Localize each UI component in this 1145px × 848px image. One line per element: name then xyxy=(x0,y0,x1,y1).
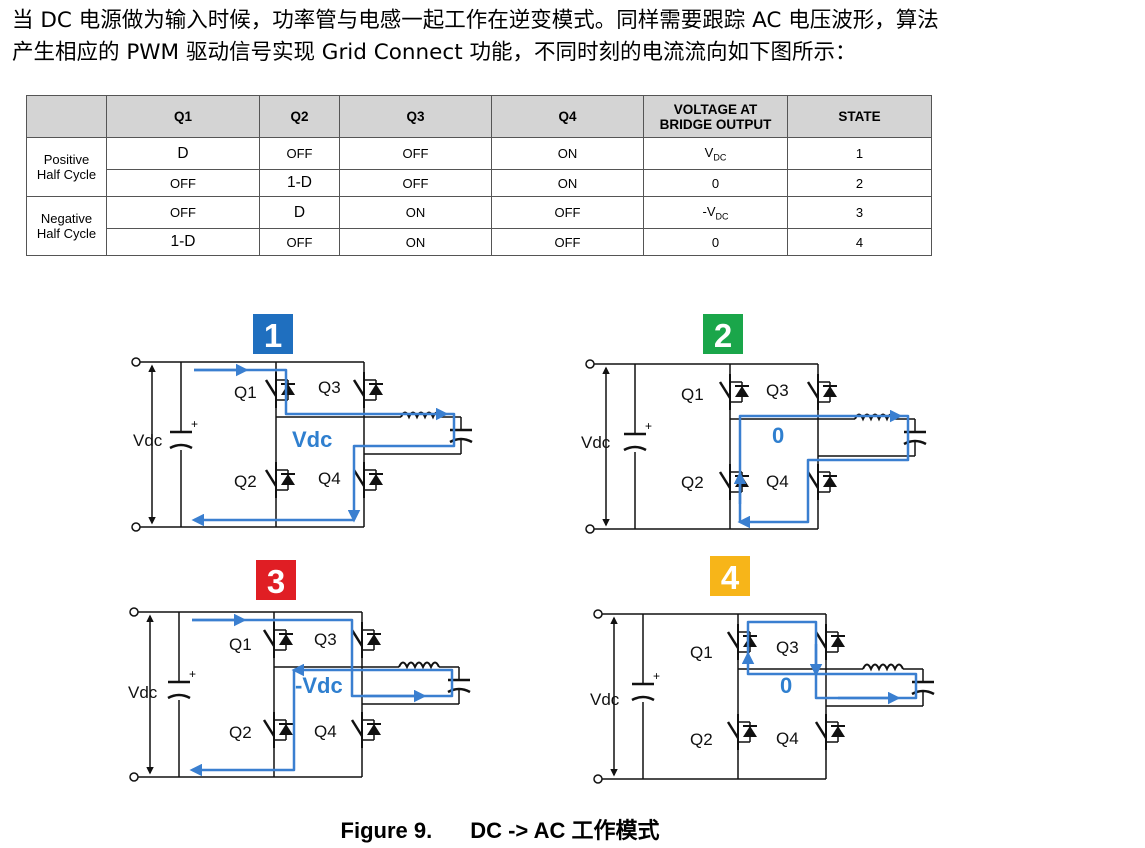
diagram-state-1: 1 Vdc Q1 Q2 Q3 Q4 Vdc xyxy=(132,314,472,531)
q4-label: Q4 xyxy=(314,722,337,741)
q2-label: Q2 xyxy=(690,730,713,749)
current-path xyxy=(748,622,916,698)
state-badge-number: 3 xyxy=(267,563,285,600)
h-bridge-circuit xyxy=(594,610,934,783)
bridge-output-label: Vdc xyxy=(292,427,332,452)
table-cell: 0 xyxy=(643,228,788,256)
figure-number: Figure 9. xyxy=(340,818,433,843)
table-cell: OFF xyxy=(491,228,644,256)
state-badge-number: 2 xyxy=(714,317,732,354)
q4-label: Q4 xyxy=(776,729,799,748)
state-badge-1 xyxy=(253,314,293,354)
q1-label: Q1 xyxy=(234,383,257,402)
voltage-value: -V xyxy=(702,203,716,219)
vdc-label: Vdc xyxy=(590,690,620,709)
table-cell: D xyxy=(259,196,340,229)
vdc-label: Vdc xyxy=(581,433,611,452)
switch-state-table: Q1 Q2 Q3 Q4 VOLTAGE AT BRIDGE OUTPUT STA… xyxy=(26,95,932,256)
q2-label: Q2 xyxy=(234,472,257,491)
table-cell: -VDC xyxy=(643,196,788,229)
bridge-output-label: -Vdc xyxy=(295,673,343,698)
table-cell: OFF xyxy=(259,228,340,256)
q1-label: Q1 xyxy=(681,385,704,404)
h-bridge-circuit xyxy=(586,360,926,533)
voltage-subscript: DC xyxy=(715,211,729,222)
state-badge-2 xyxy=(703,314,743,354)
header-cell: Q2 xyxy=(259,95,340,138)
diagram-state-3: 3 Vdc Q1 Q2 Q3 Q4 -Vdc xyxy=(128,560,470,781)
state-badge-4 xyxy=(710,556,750,596)
header-cell: Q4 xyxy=(491,95,644,138)
header-cell: Q1 xyxy=(106,95,260,138)
q3-label: Q3 xyxy=(776,638,799,657)
table-cell: ON xyxy=(491,169,644,197)
current-path xyxy=(740,416,908,522)
table-cell: ON xyxy=(339,228,492,256)
table-cell: ON xyxy=(491,137,644,170)
intro-line-1: 当 DC 电源做为输入时候，功率管与电感一起工作在逆变模式。同样需要跟踪 AC … xyxy=(12,8,939,33)
table-cell: OFF xyxy=(106,196,260,229)
q4-label: Q4 xyxy=(318,469,341,488)
q1-label: Q1 xyxy=(229,635,252,654)
group-label: Positive Half Cycle xyxy=(26,137,107,197)
table-cell: 4 xyxy=(787,228,932,256)
table-cell: 1-D xyxy=(106,228,260,256)
table-cell: OFF xyxy=(491,196,644,229)
q3-label: Q3 xyxy=(766,381,789,400)
q1-label: Q1 xyxy=(690,643,713,662)
bridge-output-label: 0 xyxy=(780,673,792,698)
figure-title: DC -> AC 工作模式 xyxy=(470,818,660,843)
figure-caption: Figure 9. DC -> AC 工作模式 xyxy=(0,813,1000,845)
q3-label: Q3 xyxy=(318,378,341,397)
voltage-value: V xyxy=(704,144,714,160)
q2-label: Q2 xyxy=(681,473,704,492)
table-cell: OFF xyxy=(259,137,340,170)
table-row: Positive Half Cycle D OFF OFF ON VDC 1 xyxy=(26,137,932,197)
header-cell xyxy=(26,95,107,138)
table-header-row: Q1 Q2 Q3 Q4 VOLTAGE AT BRIDGE OUTPUT STA… xyxy=(26,95,932,138)
table-cell: 1 xyxy=(787,137,932,170)
state-badge-number: 1 xyxy=(264,317,282,354)
diagram-state-4: 4 Vdc Q1 Q2 Q3 Q4 0 xyxy=(590,556,934,783)
bridge-output-label: 0 xyxy=(772,423,784,448)
header-cell: VOLTAGE AT BRIDGE OUTPUT xyxy=(643,95,788,138)
q2-label: Q2 xyxy=(229,723,252,742)
header-cell: STATE xyxy=(787,95,932,138)
q4-label: Q4 xyxy=(766,472,789,491)
table-cell: OFF xyxy=(339,169,492,197)
intro-paragraph: 当 DC 电源做为输入时候，功率管与电感一起工作在逆变模式。同样需要跟踪 AC … xyxy=(12,5,1137,69)
header-cell: Q3 xyxy=(339,95,492,138)
vdc-label: Vdc xyxy=(128,683,158,702)
q3-label: Q3 xyxy=(314,630,337,649)
table-row: 1-D OFF ON OFF 0 4 xyxy=(27,228,932,256)
voltage-subscript: DC xyxy=(713,152,727,163)
vdc-label: Vdc xyxy=(133,431,163,450)
state-badge-number: 4 xyxy=(721,559,740,596)
diagram-state-2: 2 Vdc Q1 Q2 Q3 Q4 0 xyxy=(581,314,926,533)
intro-line-2: 产生相应的 PWM 驱动信号实现 Grid Connect 功能，不同时刻的电流… xyxy=(12,40,857,65)
group-label: Negative Half Cycle xyxy=(26,196,107,256)
state-badge-3 xyxy=(256,560,296,600)
table-cell: D xyxy=(106,137,260,170)
